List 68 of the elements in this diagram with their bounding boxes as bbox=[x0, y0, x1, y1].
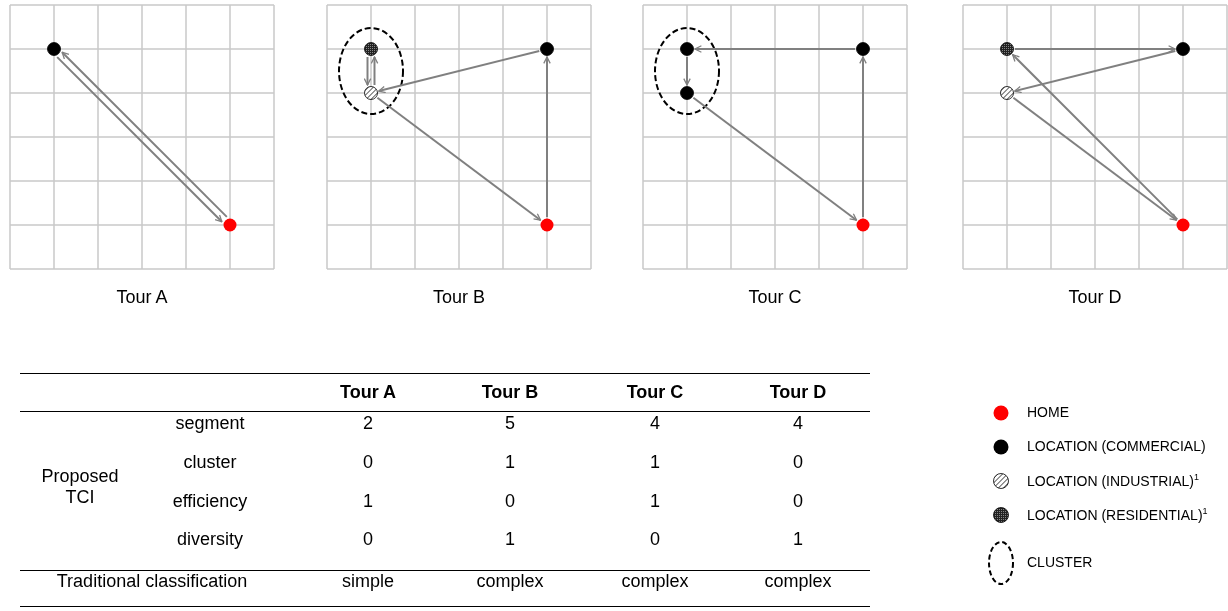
location-marker bbox=[540, 42, 554, 56]
home-marker bbox=[223, 218, 237, 232]
arrow bbox=[859, 56, 867, 218]
table-value: 1 bbox=[505, 452, 515, 473]
table-value: 2 bbox=[363, 413, 373, 434]
legend-label: LOCATION (INDUSTRIAL)$^{1}$ bbox=[1027, 472, 1199, 489]
panel-caption: Tour C bbox=[748, 287, 802, 308]
location-marker bbox=[1000, 42, 1014, 56]
row-group-header: Proposed TCI bbox=[40, 466, 120, 508]
table-value: 1 bbox=[650, 452, 660, 473]
table-value: 0 bbox=[793, 452, 803, 473]
arrow bbox=[683, 56, 691, 86]
row-header: cluster bbox=[183, 452, 237, 473]
cluster-ellipse bbox=[338, 27, 404, 115]
table-value: 0 bbox=[505, 491, 515, 512]
arrow bbox=[1012, 96, 1178, 222]
arrow bbox=[1011, 53, 1179, 221]
location-marker bbox=[680, 42, 694, 56]
location-marker bbox=[364, 86, 378, 100]
arrow bbox=[1014, 45, 1176, 53]
location-marker bbox=[1000, 86, 1014, 100]
row-header: segment bbox=[175, 413, 245, 434]
panel-caption: Tour D bbox=[1068, 287, 1122, 308]
home-marker bbox=[856, 218, 870, 232]
table-value: 0 bbox=[363, 529, 373, 550]
table-value: 1 bbox=[793, 529, 803, 550]
table-value: simple bbox=[342, 571, 394, 592]
legend-label: HOME bbox=[1027, 404, 1069, 420]
arrow bbox=[1013, 49, 1177, 94]
table-value: 1 bbox=[505, 529, 515, 550]
location-marker bbox=[856, 42, 870, 56]
home-marker bbox=[1176, 218, 1190, 232]
table-value: complex bbox=[476, 571, 544, 592]
table-value: complex bbox=[621, 571, 689, 592]
row-header: efficiency bbox=[172, 491, 248, 512]
panel-caption: Tour A bbox=[116, 287, 168, 308]
arrow bbox=[543, 56, 551, 218]
legend-label: LOCATION (COMMERCIAL) bbox=[1027, 438, 1206, 454]
arrow bbox=[370, 56, 379, 86]
column-header: Tour B bbox=[481, 382, 539, 403]
row-header: diversity bbox=[177, 529, 243, 550]
table-value: complex bbox=[764, 571, 832, 592]
column-header: Tour C bbox=[626, 382, 684, 403]
location-marker bbox=[1176, 42, 1190, 56]
location-marker bbox=[364, 42, 378, 56]
panel-caption: Tour B bbox=[433, 287, 485, 308]
legend-label: LOCATION (RESIDENTIAL)$^{1}$ bbox=[1027, 506, 1208, 523]
location-marker bbox=[47, 42, 61, 56]
location-marker bbox=[680, 86, 694, 100]
arrow bbox=[376, 96, 542, 222]
table-value: 4 bbox=[650, 413, 660, 434]
cluster-ellipse bbox=[654, 27, 720, 115]
table-value: 0 bbox=[650, 529, 660, 550]
arrow bbox=[692, 96, 858, 222]
column-header: Tour D bbox=[769, 382, 827, 403]
arrow bbox=[363, 56, 372, 86]
column-header: Tour A bbox=[340, 382, 396, 403]
home-marker bbox=[540, 218, 554, 232]
table-value: 1 bbox=[363, 491, 373, 512]
row-header: Traditional classification bbox=[56, 571, 248, 592]
table-value: 5 bbox=[505, 413, 515, 434]
table-value: 0 bbox=[793, 491, 803, 512]
arrow bbox=[377, 49, 541, 94]
table-value: 4 bbox=[793, 413, 803, 434]
table-value: 1 bbox=[650, 491, 660, 512]
arrow bbox=[694, 45, 856, 53]
legend-label: CLUSTER bbox=[1027, 554, 1093, 570]
table-value: 0 bbox=[363, 452, 373, 473]
